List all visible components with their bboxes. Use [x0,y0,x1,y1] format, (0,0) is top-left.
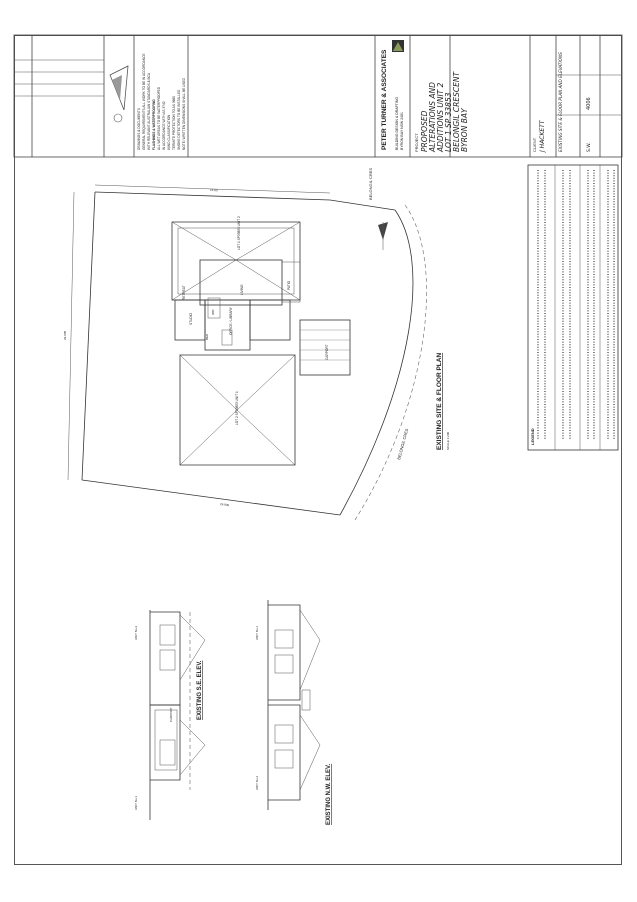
project-title-block: PROJECT PROPOSED ALTERATIONS AND ADDITIO… [414,71,469,153]
street-label-bottom: BELONGIL CRES [396,428,409,461]
svg-text:DRAWINGS & DOCUMENTS: DRAWINGS & DOCUMENTS [137,108,141,150]
project-title-line-2: ALTERATIONS AND [428,82,437,153]
street-label-top: BELONGIL CRES [368,168,373,200]
svg-text:BUILDING DESIGN & DRAFTING: BUILDING DESIGN & DRAFTING [395,97,399,150]
svg-text:WITH RELEVANT AUSTRALIAN STAND: WITH RELEVANT AUSTRALIAN STANDARDS & BCA [147,72,151,150]
svg-text:24.935: 24.935 [220,502,230,507]
se-elevation: UNIT No.2 UNIT No.1 CARPORT EXISTING S.E… [134,610,206,820]
title-block: DRAWINGS & DOCUMENTS GENERAL REQUIREMENT… [13,34,623,158]
se-label-unit2: UNIT No.2 [134,626,138,640]
legend-box: LEGEND [527,164,619,451]
room-carport: CARPORT [325,344,329,360]
nw-elevation: UNIT No.1 UNIT No.2 EXISTING N.W. ELEV. [255,600,332,825]
room-lot2: LOT 2 SP33853 UNIT 1 [235,391,239,425]
client-block: CLIENT J HACKETT [532,119,546,153]
svg-text:TERMITE PROTECTION TO AS 3660: TERMITE PROTECTION TO AS 3660 [172,96,176,150]
site-plan: 13.93 29.605 24.935 [63,168,450,521]
room-office: OFFICE / LIBRARY [229,306,233,335]
room-lot1: LOT 1 SP33853 UNIT 2 [237,216,241,250]
company-name: PETER TURNER & ASSOCIATES [381,49,388,150]
svg-text:FLASHINGS & WATERPROOFING: FLASHINGS & WATERPROOFING [152,99,156,150]
svg-text:BYRON BAY NSW 2481: BYRON BAY NSW 2481 [400,112,404,150]
drawing-title: EXISTING SITE & FLOOR PLAN AND ELEVATION… [558,52,563,152]
svg-text:SMOKE DETECTORS TO BE INSTALLE: SMOKE DETECTORS TO BE INSTALLED [177,89,181,150]
nw-label-unit2: UNIT No.2 [255,776,259,790]
project-title-line-1: PROPOSED [420,110,429,152]
north-arrow-icon [378,222,388,250]
site-plan-title: EXISTING SITE & FLOOR PLAN [436,353,443,450]
se-label-carport: CARPORT [169,707,173,722]
project-title-line-5: BELONGIL CRESCENT [452,71,461,152]
room-patio: PATIO [287,280,291,290]
legend-title: LEGEND [530,428,535,445]
svg-text:WIND CLASSIFICATION: WIND CLASSIFICATION [167,114,171,150]
drawing-title-block: EXISTING SITE & FLOOR PLAN AND ELEVATION… [558,52,563,152]
room-living: LIVING [240,284,244,295]
svg-text:29.605: 29.605 [63,330,67,340]
se-label-unit1: UNIT No.1 [134,796,138,810]
client-name: J HACKETT [539,119,546,153]
job-number: 4006 [586,97,592,110]
nw-label-unit1: UNIT No.1 [255,626,259,640]
sheet-border [14,35,622,865]
company-block: PETER TURNER & ASSOCIATES BUILDING DESIG… [381,49,404,150]
project-title-line-4: LOT 1 SP 33853 [444,92,453,152]
svg-text:SCALE 1:200: SCALE 1:200 [446,431,450,450]
room-studio: STUDIO [189,312,193,325]
room-retreat: RETREAT [182,285,186,300]
svg-text:GENERAL REQUIREMENTS ALL WORK: GENERAL REQUIREMENTS ALL WORK TO BE IN A… [142,53,146,150]
svg-text:NOTE: WRITTEN DIMENSIONS SHALL: NOTE: WRITTEN DIMENSIONS SHALL BE USED [182,77,186,150]
project-label: PROJECT [414,133,419,152]
general-notes: DRAWINGS & DOCUMENTS GENERAL REQUIREMENT… [137,53,186,150]
svg-text:13.93: 13.93 [210,188,218,192]
room-bed: BED [205,333,209,340]
project-title-line-6: BYRON BAY [460,107,469,152]
nw-elevation-title: EXISTING N.W. ELEV. [326,764,332,825]
drawn-initials: S.W. [586,142,592,152]
room-wc: W/C [211,308,215,315]
client-label: CLIENT [532,137,537,152]
svg-text:ALL WET AREAS TO BE WATERPROOF: ALL WET AREAS TO BE WATERPROOFED [157,86,161,150]
svg-text:IN ACCORDANCE WITH AS 3740: IN ACCORDANCE WITH AS 3740 [162,101,166,150]
se-elevation-title: EXISTING S.E. ELEV. [197,660,203,720]
company-logo-icon [109,65,129,123]
project-title-line-3: ADDITIONS UNIT 2 [436,82,445,153]
